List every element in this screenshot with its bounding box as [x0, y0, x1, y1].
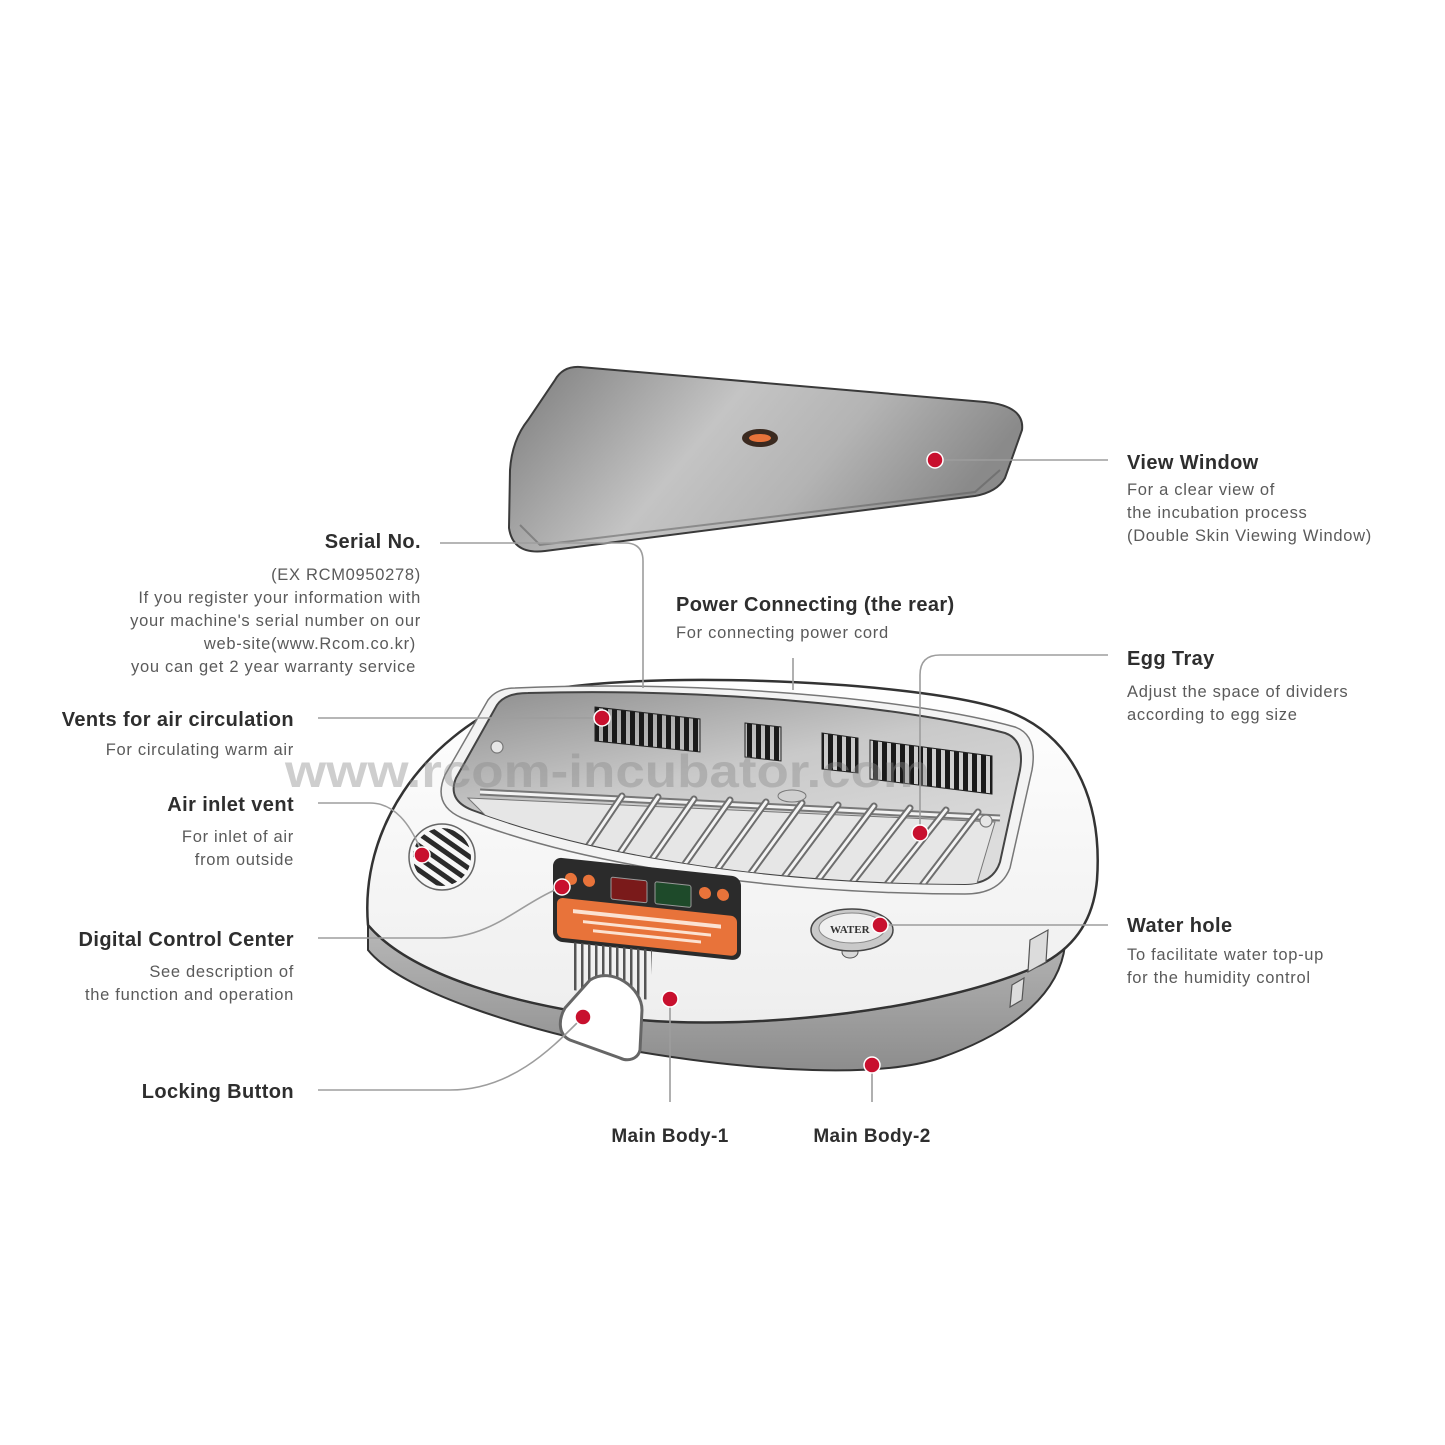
label-desc: To facilitate water top-up: [1127, 946, 1324, 964]
label-main-body-2: Main Body-2: [813, 1126, 930, 1147]
label-title: Air inlet vent: [167, 794, 294, 816]
leader-control: [318, 889, 556, 939]
view-window-lid: [507, 365, 1024, 553]
marker-view-window: [926, 451, 944, 469]
watermark: www.rcom-incubator.com: [284, 745, 930, 797]
label-title: Main Body-2: [813, 1126, 930, 1147]
marker-water: [871, 916, 889, 934]
label-desc: For inlet of air: [182, 828, 294, 846]
label-title: Egg Tray: [1127, 648, 1215, 670]
water-cap-label: WATER: [830, 924, 871, 936]
label-egg-tray: Egg Tray Adjust the space of dividers ac…: [1127, 648, 1348, 724]
label-title: Serial No.: [325, 531, 421, 553]
label-desc: For connecting power cord: [676, 624, 889, 642]
marker-air-inlet: [413, 846, 431, 864]
locking-button: [558, 974, 644, 1062]
label-desc: (EX RCM0950278): [271, 566, 421, 584]
digital-control-panel: [553, 857, 741, 960]
water-hole-cap: WATER: [810, 908, 894, 959]
tray-knob-left: [490, 740, 504, 754]
air-inlet-vent: [408, 823, 476, 891]
label-title: Water hole: [1127, 915, 1233, 937]
label-desc: Adjust the space of dividers: [1127, 683, 1348, 701]
leader-air-inlet: [318, 802, 421, 849]
label-desc: the function and operation: [85, 986, 294, 1004]
marker-egg-tray: [911, 824, 929, 842]
panel-button-icon: [717, 888, 729, 901]
leader-serial-no: [440, 542, 644, 688]
temperature-display: [610, 876, 648, 904]
marker-control: [553, 878, 571, 896]
label-title: Power Connecting (the rear): [676, 594, 955, 616]
marker-body-1: [661, 990, 679, 1008]
label-title: Main Body-1: [611, 1126, 728, 1147]
label-vents: Vents for air circulation For circulatin…: [62, 709, 294, 759]
label-desc: See description of: [149, 963, 294, 981]
label-desc: For a clear view of: [1127, 481, 1275, 499]
label-serial-no: Serial No. (EX RCM0950278) If you regist…: [130, 531, 421, 676]
label-desc: the incubation process: [1127, 504, 1308, 522]
leader-lines: [318, 459, 1108, 1102]
label-water-hole: Water hole To facilitate water top-up fo…: [1127, 915, 1324, 987]
label-desc: For circulating warm air: [106, 741, 294, 759]
main-body: WATER: [366, 678, 1099, 1072]
air-circulation-vents: [594, 706, 993, 795]
leader-egg-tray: [919, 654, 1108, 825]
label-desc: web-site(www.Rcom.co.kr): [203, 635, 416, 653]
label-desc: (Double Skin Viewing Window): [1127, 527, 1372, 545]
panel-button-icon: [583, 874, 595, 887]
label-air-inlet: Air inlet vent For inlet of air from out…: [167, 794, 294, 869]
label-desc: for the humidity control: [1127, 969, 1311, 987]
label-title: Locking Button: [142, 1081, 294, 1103]
humidity-display: [654, 881, 692, 908]
label-power-connecting: Power Connecting (the rear) For connecti…: [676, 594, 955, 642]
leader-locking: [318, 1021, 579, 1091]
marker-vents: [593, 709, 611, 727]
label-digital-control: Digital Control Center See description o…: [79, 929, 294, 1004]
tray-knob-right: [979, 814, 993, 828]
label-title: Vents for air circulation: [62, 709, 294, 731]
side-latch: [1009, 928, 1049, 1009]
label-main-body-1: Main Body-1: [611, 1126, 728, 1147]
label-desc: from outside: [195, 851, 294, 869]
label-view-window: View Window For a clear view of the incu…: [1127, 452, 1372, 545]
panel-button-icon: [699, 886, 711, 900]
label-desc: you can get 2 year warranty service: [131, 658, 416, 676]
lid-logo-icon: [742, 429, 778, 447]
label-locking-button: Locking Button: [142, 1081, 294, 1103]
marker-locking: [574, 1008, 592, 1026]
marker-body-2: [863, 1056, 881, 1074]
label-desc: according to egg size: [1127, 706, 1298, 724]
label-title: View Window: [1127, 452, 1259, 474]
label-desc: If you register your information with: [138, 589, 421, 607]
marker-dots: [413, 451, 944, 1074]
label-desc: your machine's serial number on our: [130, 612, 421, 630]
label-title: Digital Control Center: [79, 929, 294, 951]
